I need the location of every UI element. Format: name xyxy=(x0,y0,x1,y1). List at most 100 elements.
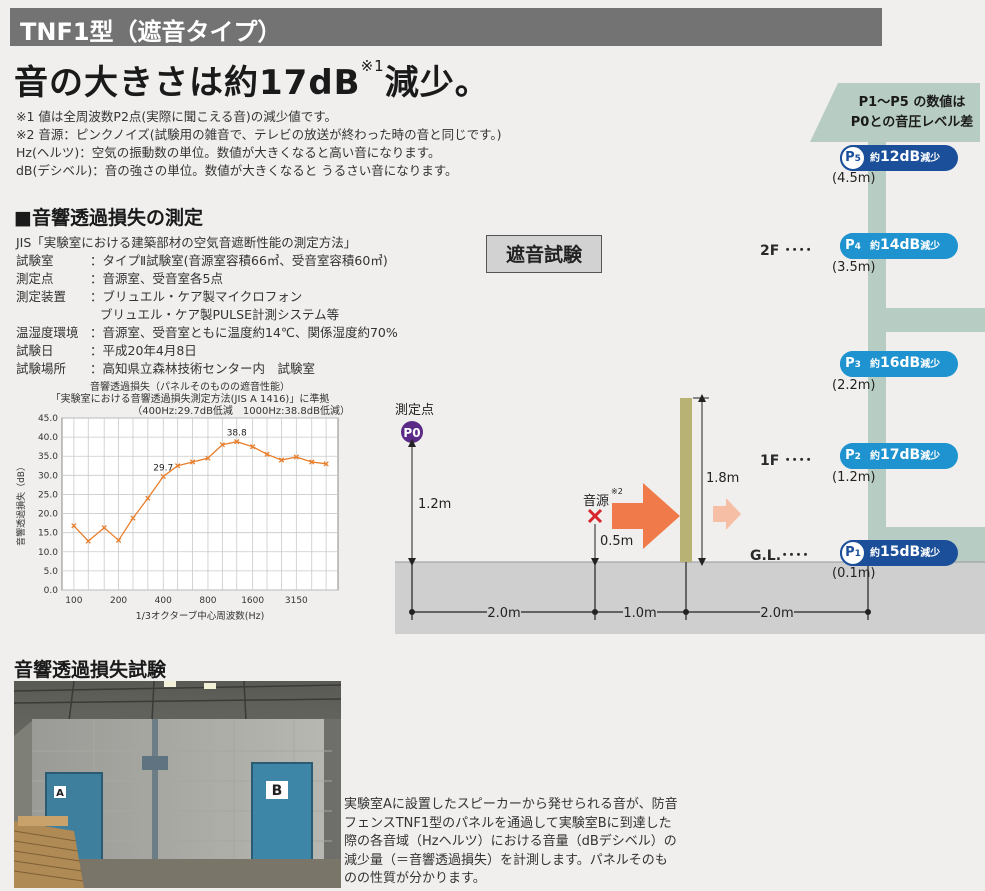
chart-series-line xyxy=(73,441,327,542)
spec-row: ブリュエル・ケア製PULSE計測システム等 xyxy=(16,304,339,323)
chart-point xyxy=(189,459,196,465)
chart-ytick-label: 25.0 xyxy=(38,490,58,500)
chart-subtitle: 「実験室における音響透過損失測定方法(JIS A 1416)」に準拠 xyxy=(50,394,330,405)
spec-value: ：音源室、受音室ともに温度約14℃、関係湿度約70% xyxy=(90,325,398,340)
spec-value: ：高知県立森林技術センター内 試験室 xyxy=(90,361,316,376)
point-p4: P4 約14dB減少 xyxy=(840,233,958,259)
spec-key: 試験場所 xyxy=(16,361,67,376)
headline-text: 音の大きさは約17dB xyxy=(14,63,361,103)
chart-xtick-label: 3150 xyxy=(285,596,308,606)
spec-key: 測定装置 xyxy=(16,289,67,304)
spec-row: 試験日：平成20年4月8日 xyxy=(16,340,197,359)
chart-xtick-label: 800 xyxy=(199,596,216,606)
floor-label-gl: G.L.････ xyxy=(750,548,810,564)
sound-source-marker xyxy=(587,508,603,524)
distance-3: 2.0m xyxy=(760,606,793,621)
chart-ytick-label: 20.0 xyxy=(38,510,58,520)
transmission-loss-chart: 0.05.010.015.020.025.030.035.040.045.0 1… xyxy=(15,414,339,622)
chart-ytick-label: 30.0 xyxy=(38,471,58,481)
point-p3: P3 約16dB減少 xyxy=(840,351,958,377)
p1-marker: P1 xyxy=(840,540,866,566)
source-height-value: 0.5m xyxy=(600,534,633,549)
note-2: ※2 音源：ピンクノイズ(試験用の雑音で、テレビの放送が終わった時の音と同じです… xyxy=(16,127,502,142)
sound-insulation-test-box xyxy=(486,235,602,273)
chart-xtick-label: 200 xyxy=(110,596,127,606)
p4-marker: P4 xyxy=(840,233,866,259)
chart-point xyxy=(219,442,226,448)
sound-source-label: 音源 xyxy=(583,493,609,509)
photo-heading: 音響透過損失試験 xyxy=(14,659,167,681)
p4-height: (3.5m) xyxy=(832,260,876,275)
chart-point xyxy=(234,439,240,445)
chart-plot-area xyxy=(61,417,339,591)
spec-key: 試験室 xyxy=(16,253,54,268)
sound-source-sup: ※2 xyxy=(611,487,623,496)
chart-point xyxy=(309,459,315,465)
chart-ytick-label: 10.0 xyxy=(38,548,58,558)
chart-point xyxy=(145,495,151,501)
chart-ytick-label: 40.0 xyxy=(38,433,58,443)
chart-point xyxy=(323,461,329,467)
chart-point xyxy=(249,444,256,450)
chart-point xyxy=(130,515,136,521)
chart-point xyxy=(85,538,91,544)
fence-panel xyxy=(680,398,692,562)
spec-row: 測定装置 ：ブリュエル・ケア製マイクロフォン xyxy=(16,286,302,305)
chart-note: （400Hz:29.7dB低減 1000Hz:38.8dB低減） xyxy=(132,406,350,417)
chart-ytick-label: 35.0 xyxy=(38,452,58,462)
info-banner-line2: P0との音圧レベル差 xyxy=(851,114,973,130)
chart-ytick-label: 5.0 xyxy=(44,567,59,577)
sound-arrow xyxy=(612,483,680,549)
point-p1: P1 約15dB減少 xyxy=(840,540,958,566)
ground-area xyxy=(395,562,985,634)
spec-value: ：音源室、受音室各5点 xyxy=(90,271,223,286)
chart-point xyxy=(160,473,166,480)
info-banner-line1: P1～P5 の数値は xyxy=(859,94,966,110)
headline: 音の大きさは約17dB※1減少。 xyxy=(14,55,490,104)
distance-1: 2.0m xyxy=(487,606,520,621)
floor-label-2f: 2F ････ xyxy=(760,243,813,259)
chart-ytick-label: 0.0 xyxy=(44,586,59,596)
chart-xtick-label: 400 xyxy=(155,596,172,606)
p5-marker: P5 xyxy=(840,145,866,171)
p0-label: P0 xyxy=(403,426,420,440)
sound-insulation-test-title: 遮音試験 xyxy=(505,244,582,266)
room-b-label: B xyxy=(272,783,283,799)
test-room-illustration: A B xyxy=(14,681,341,888)
measurement-heading: ■音響透過損失の測定 xyxy=(14,207,203,229)
chart-data-label: 38.8 xyxy=(227,429,247,439)
measurement-standard: JIS「実験室における建築部材の空気音遮断性能の測定方法」 xyxy=(16,235,357,250)
spec-row: 試験場所 ：高知県立森林技術センター内 試験室 xyxy=(16,358,315,377)
p0-height-value: 1.2m xyxy=(418,497,451,512)
note-3: Hz(ヘルツ)：空気の振動数の単位。数値が大きくなると高い音になります。 xyxy=(16,145,441,160)
point-p5: P5 約12dB減少 xyxy=(840,145,958,171)
p0-marker xyxy=(401,421,423,443)
wall-height-value: 1.8m xyxy=(706,471,739,486)
floor-label-1f: 1F ････ xyxy=(760,453,813,469)
chart-data-label: 29.7 xyxy=(153,463,173,473)
chart-xtick-label: 1600 xyxy=(241,596,264,606)
chart-point xyxy=(115,537,122,543)
note-1: ※1 値は全周波数P2点(実際に聞こえる音)の減少値です。 xyxy=(16,109,338,124)
p1-height: (0.1m) xyxy=(832,566,876,581)
spec-row: 試験室 ：タイプⅡ試験室(音源室容積66㎥、受音室容積60㎥) xyxy=(16,250,388,269)
spec-value: ：ブリュエル・ケア製マイクロフォン xyxy=(90,289,303,304)
chart-point xyxy=(101,525,107,531)
headline-suffix: 減少。 xyxy=(384,63,490,103)
chart-point xyxy=(293,454,299,460)
chart-xlabel: 1/3オクターブ中心周波数(Hz) xyxy=(136,610,265,622)
chart-point xyxy=(278,457,285,463)
spec-value: ：タイプⅡ試験室(音源室容積66㎥、受音室容積60㎥) xyxy=(90,253,388,268)
info-banner-shape xyxy=(810,83,980,142)
p5-height: (4.5m) xyxy=(832,171,876,186)
spec-row: 温湿度環境：音源室、受音室ともに温度約14℃、関係湿度約70% xyxy=(16,322,398,341)
floor-slab-2f xyxy=(868,308,985,332)
p3-height: (2.2m) xyxy=(832,378,876,393)
measure-point-label: 測定点 xyxy=(395,403,434,418)
p2-marker: P2 xyxy=(840,443,866,469)
p2-height: (1.2m) xyxy=(832,470,876,485)
transmitted-arrow xyxy=(713,498,741,530)
chart-ytick-label: 15.0 xyxy=(38,529,58,539)
chart-title: 音響透過損失（パネルそのものの遮音性能） xyxy=(90,382,290,393)
point-p2: P2 約17dB減少 xyxy=(840,443,958,469)
